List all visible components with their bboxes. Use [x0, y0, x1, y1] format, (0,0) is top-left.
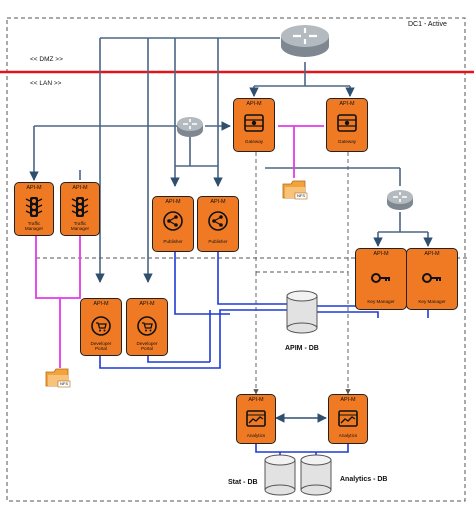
publisher-node: API-M Publisher [152, 196, 194, 252]
node-name: Analytics [338, 433, 358, 438]
dmz-zone-label: << DMZ >> [30, 56, 63, 63]
node-name: Developer Portal [90, 341, 112, 352]
node-header: API-M [373, 251, 389, 257]
publisher-node: API-M Publisher [197, 196, 239, 252]
nfs-label: NFS [297, 193, 305, 198]
node-header: API-M [246, 101, 262, 107]
node-name: Developer Portal [136, 341, 158, 352]
datacenter-boundary [6, 17, 466, 502]
nfs-folder-icon [45, 368, 71, 388]
developer-portal-node: API-M Developer Portal [126, 298, 168, 356]
node-name: Traffic Manager [24, 221, 44, 232]
router-links [29, 37, 433, 283]
node-header: API-M [248, 397, 264, 403]
traffic-manager-node: API-M Traffic Manager [60, 182, 100, 236]
cart-icon [91, 316, 111, 336]
lan-zone-label: << LAN >> [30, 80, 62, 87]
share-icon [163, 211, 183, 231]
apim-db-label: APIM - DB [285, 345, 319, 352]
key-manager-node: API-M Key Manager [406, 248, 458, 310]
router-icon [387, 190, 413, 210]
node-name: Key Manager [418, 299, 446, 304]
cart-icon [137, 316, 157, 336]
node-name: Publisher [208, 239, 228, 244]
key-icon [371, 273, 390, 283]
node-header: API-M [26, 185, 42, 191]
db-links [99, 252, 429, 460]
traffic-manager-node: API-M Traffic Manager [14, 182, 54, 236]
analytics-node: API-M Analytics [328, 394, 368, 444]
analytics-node: API-M Analytics [236, 394, 276, 444]
share-icon [208, 211, 228, 231]
analytics-db-label: Analytics - DB [340, 476, 388, 483]
key-icon [422, 273, 441, 283]
apim-db-icon [286, 290, 318, 334]
node-name: Gateway [337, 139, 357, 144]
nfs-label: NFS [60, 381, 68, 386]
node-name: Traffic Manager [70, 221, 90, 232]
stat-db-icon [264, 454, 296, 496]
nfs-links [35, 125, 324, 368]
gateway-node: API-M Gateway [233, 98, 275, 152]
analytics-chart-icon [246, 410, 266, 427]
analytics-db-icon [300, 454, 332, 496]
key-manager-node: API-M Key Manager [355, 248, 407, 310]
router-icon [177, 117, 203, 137]
traffic-light-icon [25, 197, 43, 217]
analytics-chart-icon [338, 410, 358, 427]
node-header: API-M [93, 301, 109, 307]
stat-db-label: Stat - DB [228, 479, 258, 486]
node-header: API-M [72, 185, 88, 191]
node-header: API-M [139, 301, 155, 307]
node-header: API-M [424, 251, 440, 257]
node-header: API-M [210, 199, 226, 205]
node-header: API-M [339, 101, 355, 107]
node-name: Key Manager [367, 299, 395, 304]
nfs-folder-icon [282, 180, 308, 200]
node-header: API-M [340, 397, 356, 403]
node-name: Analytics [246, 433, 266, 438]
gateway-icon [337, 114, 357, 132]
traffic-light-icon [71, 197, 89, 217]
site-label: DC1 - Active [408, 21, 447, 28]
node-header: API-M [165, 199, 181, 205]
gateway-node: API-M Gateway [326, 98, 368, 152]
router-icon [281, 25, 329, 57]
node-name: Gateway [244, 139, 264, 144]
gateway-icon [244, 114, 264, 132]
developer-portal-node: API-M Developer Portal [80, 298, 122, 356]
node-name: Publisher [163, 239, 183, 244]
